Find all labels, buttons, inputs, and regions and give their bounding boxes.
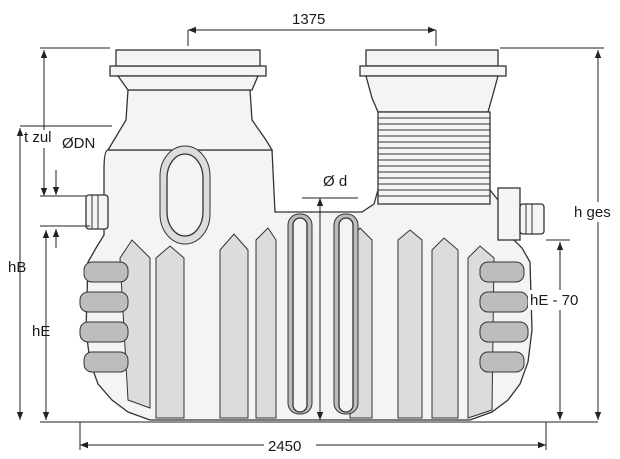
tank-body bbox=[79, 49, 545, 421]
right-riser-cap bbox=[365, 49, 499, 67]
dim-t-zul bbox=[40, 148, 86, 197]
left-inspection-oval-inner bbox=[166, 153, 204, 237]
label-hE70: hE - 70 bbox=[530, 292, 578, 309]
left-riser-top-ring bbox=[109, 65, 267, 77]
dim-top-label: 1375 bbox=[292, 11, 325, 28]
right-riser-collar bbox=[365, 75, 499, 113]
label-dn: ØDN bbox=[62, 135, 95, 152]
dim-hE bbox=[40, 225, 90, 420]
label-hB: hB bbox=[8, 259, 26, 276]
inlet-pipe bbox=[85, 194, 109, 230]
outlet-pipe bbox=[497, 187, 545, 241]
right-side-bumps bbox=[479, 261, 529, 373]
dim-top-1375 bbox=[187, 10, 437, 46]
dim-bottom-2450 bbox=[79, 422, 547, 454]
dim-hE70 bbox=[528, 239, 588, 420]
left-riser-cap bbox=[115, 49, 261, 67]
label-hE: hE bbox=[32, 323, 50, 340]
right-riser-corrugations bbox=[378, 117, 490, 197]
label-h-ges: h ges bbox=[574, 204, 611, 221]
tank-ribs bbox=[119, 227, 495, 419]
left-riser-collar bbox=[116, 75, 259, 91]
label-d: Ø d bbox=[323, 173, 347, 190]
right-riser-top-ring bbox=[359, 65, 507, 77]
dim-d bbox=[302, 197, 358, 420]
left-side-bumps bbox=[79, 261, 129, 373]
dim-hB bbox=[16, 125, 112, 420]
right-riser-shaft bbox=[377, 111, 491, 205]
connecting-tubes bbox=[287, 213, 359, 415]
dim-h-ges bbox=[500, 47, 618, 420]
label-t-zul: t zul bbox=[24, 129, 52, 146]
left-riser-neck bbox=[106, 89, 274, 151]
dim-bottom-label: 2450 bbox=[268, 438, 301, 455]
